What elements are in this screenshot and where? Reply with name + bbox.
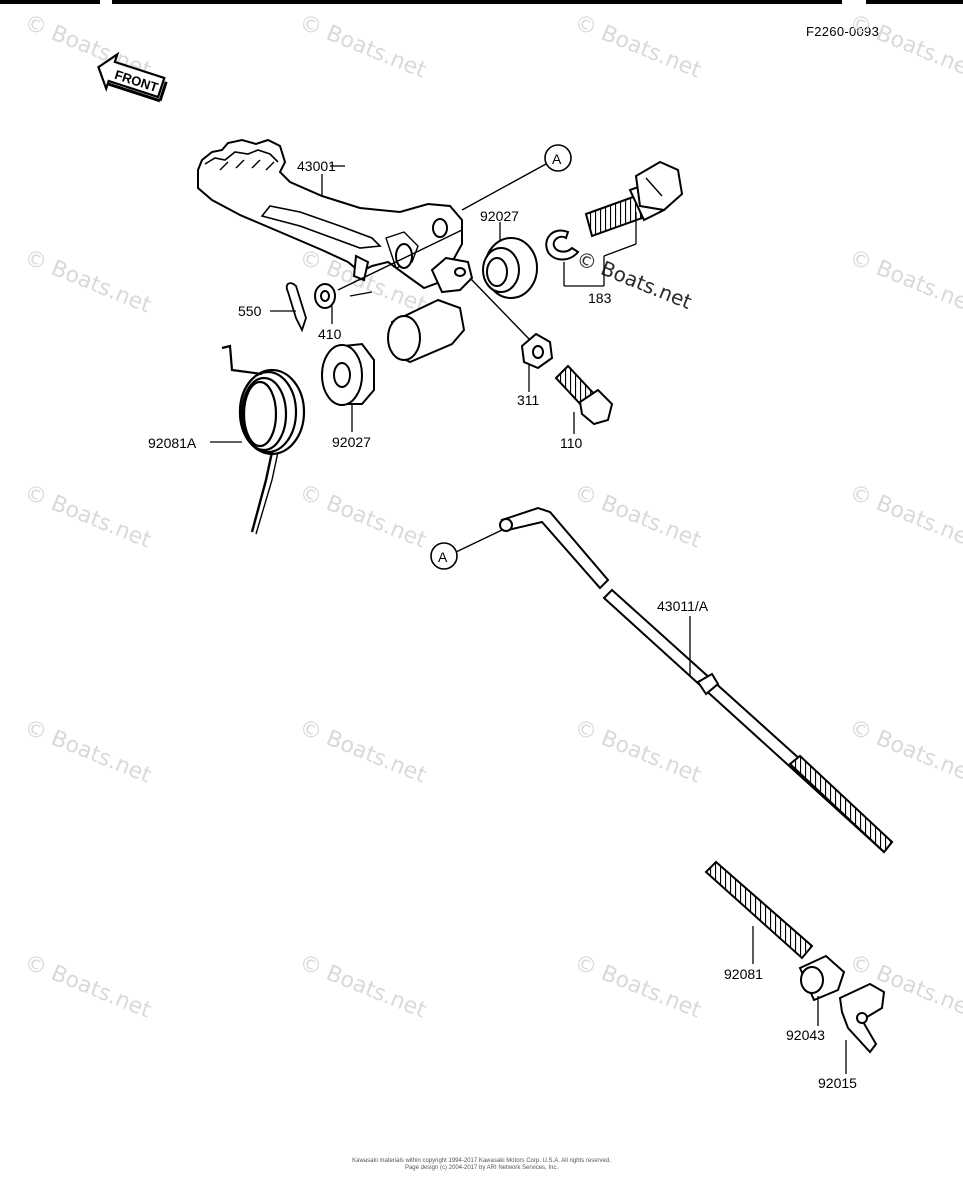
part-label-43001: 43001 <box>297 158 336 174</box>
copyright-line-2: Page design (c) 2004-2017 by ARI Network… <box>404 1165 559 1171</box>
assembly-line <box>469 277 531 341</box>
collar-92027-bottom <box>321 342 375 406</box>
arm-92015 <box>838 982 886 1054</box>
leader-lines <box>210 165 847 1074</box>
top-border-gap <box>842 0 866 4</box>
figure-code: F2260-0093 <box>806 24 880 39</box>
part-label-183: 183 <box>588 290 612 306</box>
pivot-sleeve <box>387 298 466 364</box>
part-label-92081: 92081 <box>724 966 763 982</box>
brake-rod-43011A <box>499 506 894 854</box>
brake-pedal-43001 <box>197 138 474 294</box>
part-label-92015: 92015 <box>818 1075 857 1091</box>
part-label-410: 410 <box>318 326 342 342</box>
part-label-92081A: 92081A <box>148 435 197 451</box>
ref-marker-top: A <box>552 151 562 167</box>
circlip-183 <box>545 229 580 261</box>
washer-92027-top <box>482 237 538 299</box>
spring-92081 <box>704 860 814 960</box>
front-arrow-icon: FRONT <box>97 51 168 103</box>
ref-marker-bottom: A <box>438 549 448 565</box>
top-border-gap <box>100 0 112 4</box>
ref-line-bottom <box>430 529 503 570</box>
cotter-pin-550 <box>285 282 307 333</box>
part-label-92027-bottom: 92027 <box>332 434 371 450</box>
ref-line-top <box>337 144 572 291</box>
part-label-92043: 92043 <box>786 1027 825 1043</box>
part-label-550: 550 <box>238 303 262 319</box>
part-label-110: 110 <box>560 435 583 451</box>
top-border <box>0 0 963 4</box>
washer-410 <box>314 283 336 309</box>
nut-311 <box>520 332 554 370</box>
part-label-43011A: 43011/A <box>657 598 709 614</box>
part-label-311: 311 <box>517 392 540 408</box>
assembly-line <box>349 291 373 297</box>
torsion-spring-92081A <box>221 344 306 535</box>
bolt-110 <box>554 364 614 426</box>
joint-92043 <box>798 954 846 1002</box>
copyright-line-1: Kawasaki materials within copyright 1994… <box>352 1158 611 1164</box>
part-label-92027-top: 92027 <box>480 208 519 224</box>
bolt-top-right <box>584 160 684 238</box>
